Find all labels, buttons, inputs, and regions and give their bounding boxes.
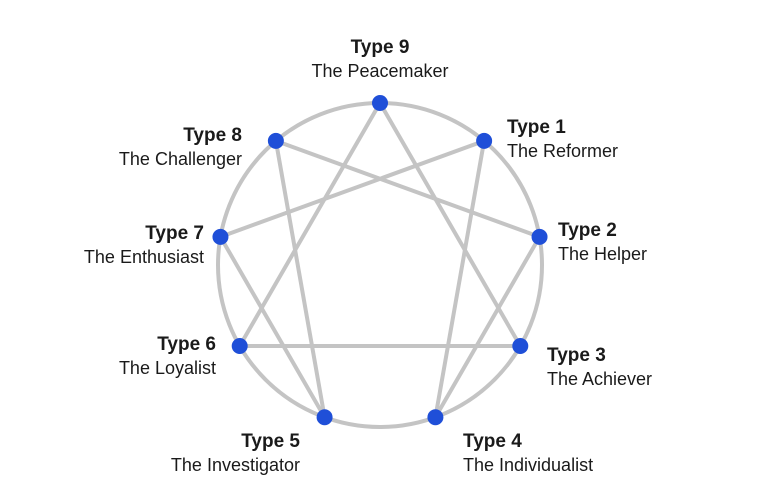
label-type-1: Type 1 The Reformer xyxy=(507,116,618,162)
node-type-9 xyxy=(372,95,388,111)
connection-line-6-9 xyxy=(237,101,382,348)
type-8-name: The Challenger xyxy=(118,148,242,169)
node-type-2 xyxy=(531,228,548,245)
type-5-title: Type 5 xyxy=(241,431,300,452)
type-1-name: The Reformer xyxy=(507,140,619,161)
node-type-4 xyxy=(427,409,444,426)
connection-line-7-1 xyxy=(218,138,487,239)
type-6-title: Type 6 xyxy=(157,334,216,355)
type-3-name: The Achiever xyxy=(547,368,653,389)
label-type-3: Type 3 The Achiever xyxy=(547,344,652,390)
type-9-name: The Peacemaker xyxy=(311,60,449,81)
type-9-title: Type 9 xyxy=(350,37,410,58)
type-5-name: The Investigator xyxy=(170,454,300,475)
connection-line-1-4 xyxy=(433,138,487,420)
label-type-2: Type 2 The Helper xyxy=(558,219,647,265)
outer-circle xyxy=(216,101,544,429)
node-type-8 xyxy=(267,132,284,149)
type-6-name: The Loyalist xyxy=(118,357,216,378)
label-type-9: Type 9 The Peacemaker xyxy=(295,36,465,82)
node-type-6 xyxy=(231,338,248,354)
type-4-name: The Individualist xyxy=(463,454,594,475)
connection-line-9-3 xyxy=(378,101,523,348)
label-type-4: Type 4 The Individualist xyxy=(463,430,593,476)
type-8-title: Type 8 xyxy=(183,125,242,146)
type-2-name: The Helper xyxy=(558,243,648,264)
type-1-title: Type 1 xyxy=(507,117,566,138)
type-3-title: Type 3 xyxy=(547,345,606,366)
connection-line-4-2 xyxy=(433,234,542,420)
connection-line-2-8 xyxy=(273,138,542,239)
node-type-3 xyxy=(512,338,529,354)
connection-line-8-5 xyxy=(273,138,327,420)
type-7-name: The Enthusiast xyxy=(83,246,204,267)
type-2-title: Type 2 xyxy=(558,220,617,241)
node-type-5 xyxy=(316,409,333,426)
label-type-6: Type 6 The Loyalist xyxy=(60,333,216,379)
connection-line-5-7 xyxy=(218,234,327,420)
label-type-7: Type 7 The Enthusiast xyxy=(20,222,204,268)
type-7-title: Type 7 xyxy=(145,223,204,244)
node-type-1 xyxy=(476,132,493,149)
node-type-7 xyxy=(212,228,229,245)
label-type-8: Type 8 The Challenger xyxy=(60,124,242,170)
label-type-5: Type 5 The Investigator xyxy=(100,430,300,476)
type-4-title: Type 4 xyxy=(463,431,522,452)
